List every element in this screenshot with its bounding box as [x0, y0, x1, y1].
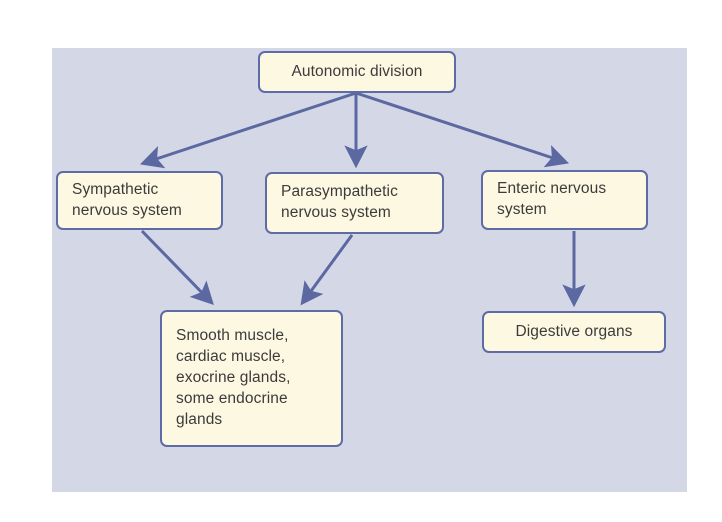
node-autonomic-division: Autonomic division: [258, 51, 456, 93]
node-enteric: Enteric nervous system: [481, 170, 648, 230]
node-parasympathetic-label: Parasympathetic nervous system: [281, 183, 398, 221]
node-effectors: Smooth muscle, cardiac muscle, exocrine …: [160, 310, 343, 447]
node-sympathetic: Sympathetic nervous system: [56, 171, 223, 230]
node-digestive-organs: Digestive organs: [482, 311, 666, 353]
node-sympathetic-label: Sympathetic nervous system: [72, 180, 182, 219]
node-enteric-label: Enteric nervous system: [497, 180, 607, 218]
node-parasympathetic: Parasympathetic nervous system: [265, 172, 444, 234]
node-autonomic-division-label: Autonomic division: [291, 62, 423, 80]
diagram-panel: [52, 48, 687, 492]
node-effectors-label: Smooth muscle, cardiac muscle, exocrine …: [176, 327, 291, 428]
node-digestive-organs-label: Digestive organs: [515, 322, 633, 340]
